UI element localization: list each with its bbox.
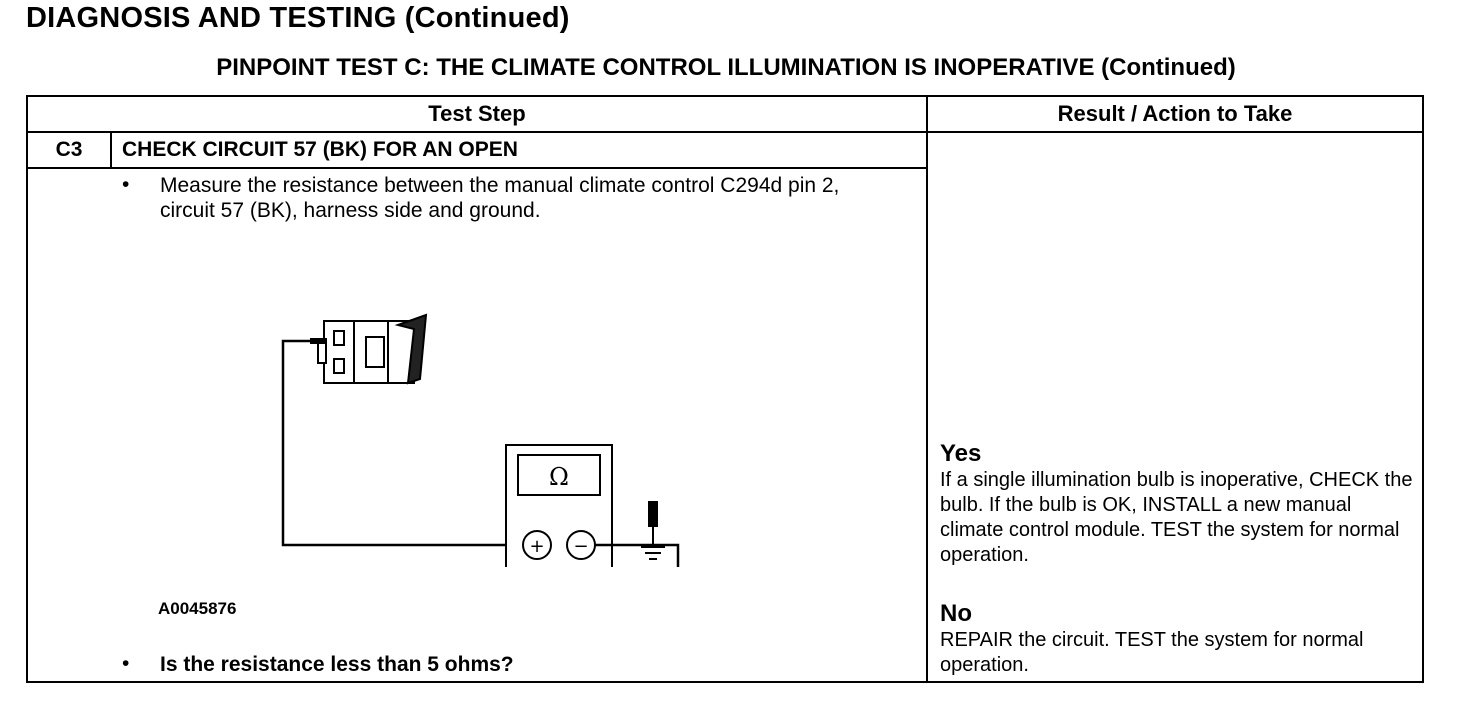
step-id: C3 <box>55 138 83 161</box>
probe-icon <box>310 338 326 344</box>
column-divider <box>926 97 928 681</box>
pinpoint-test-title: PINPOINT TEST C: THE CLIMATE CONTROL ILL… <box>216 54 1236 81</box>
result-no-label: No <box>940 600 972 627</box>
pinpoint-test-table: Test Step Result / Action to Take C3 CHE… <box>26 95 1424 683</box>
ohm-symbol: Ω <box>549 463 569 491</box>
step-title: CHECK CIRCUIT 57 (BK) FOR AN OPEN <box>122 138 518 161</box>
test-step-header: Test Step <box>428 101 526 126</box>
result-yes-label: Yes <box>940 440 982 467</box>
page-title: DIAGNOSIS AND TESTING (Continued) <box>26 2 570 34</box>
positive-terminal-symbol: + <box>529 536 544 557</box>
ohmmeter-connection-diagram: Ω + − <box>281 313 680 567</box>
bullet: • <box>122 652 130 675</box>
figure-id: A0045876 <box>158 599 237 618</box>
negative-terminal-symbol: − <box>573 536 588 557</box>
result-yes-text: If a single illumination bulb is inopera… <box>940 469 1413 566</box>
step-id-divider <box>110 133 112 167</box>
step-instruction: Measure the resistance between the manua… <box>160 174 840 222</box>
ohmmeter-icon <box>505 444 613 567</box>
result-action-header: Result / Action to Take <box>1057 101 1293 126</box>
step-question: Is the resistance less than 5 ohms? <box>160 653 514 676</box>
connector-c294d-icon <box>317 313 428 385</box>
ground-icon <box>641 501 665 560</box>
result-no-text: REPAIR the circuit. TEST the system for … <box>940 629 1364 676</box>
bullet: • <box>122 173 130 196</box>
header-divider <box>28 131 1422 133</box>
step-title-divider <box>28 167 926 169</box>
